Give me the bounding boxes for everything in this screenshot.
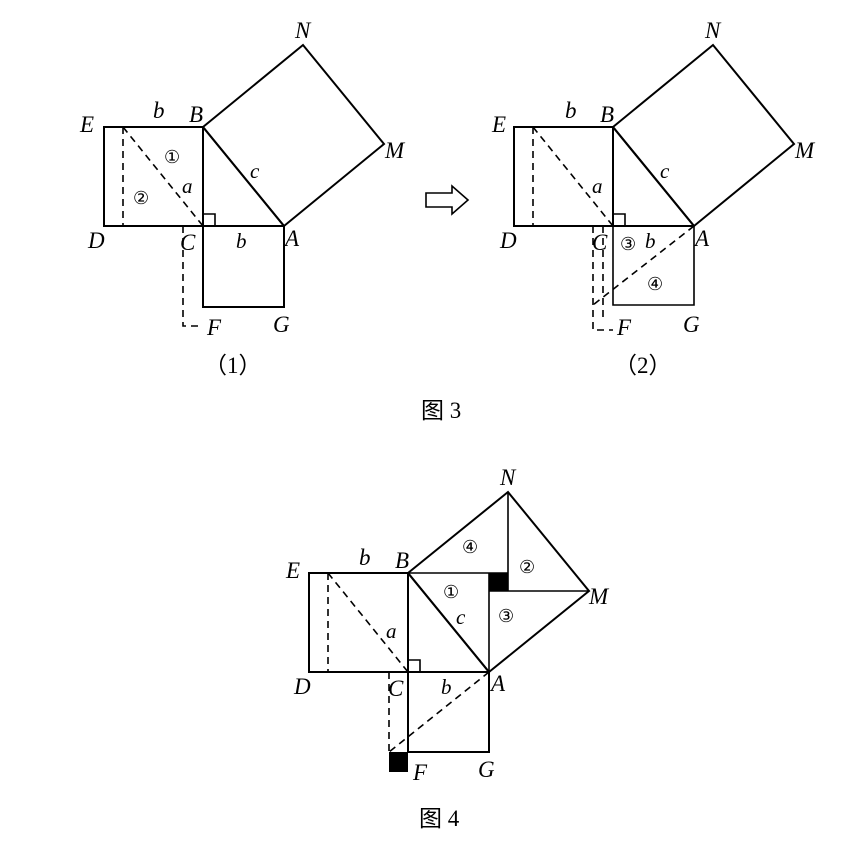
label-D: D — [499, 228, 517, 253]
label-c: c — [660, 159, 670, 183]
square-on-c — [201, 43, 386, 228]
region-4: ④ — [647, 274, 663, 294]
figure-3-part-2: E b B N M a c D C ③ b A ④ F G （2） — [491, 18, 816, 378]
square-on-b — [202, 225, 285, 308]
transform-arrow-icon — [425, 184, 470, 216]
square-on-b — [407, 671, 490, 753]
label-c: c — [250, 159, 260, 183]
sub-caption-1: （1） — [204, 353, 262, 378]
label-b-top: b — [359, 545, 371, 570]
small-black-square — [489, 573, 508, 591]
small-black-square-f — [389, 752, 408, 772]
label-A: A — [693, 226, 710, 251]
square-on-c — [611, 43, 796, 228]
label-C: C — [388, 676, 404, 701]
cut-line-diagonal — [122, 126, 204, 227]
label-F: F — [206, 315, 222, 340]
right-angle-mark — [203, 213, 216, 226]
label-C: C — [180, 230, 196, 255]
region-1: ① — [443, 582, 459, 602]
label-M: M — [588, 584, 610, 609]
square-on-b — [612, 226, 695, 306]
label-A: A — [283, 226, 300, 251]
label-M: M — [794, 138, 816, 163]
right-angle-mark — [408, 659, 421, 672]
figure-4-caption: 图 4 — [419, 806, 460, 831]
label-c: c — [456, 605, 466, 629]
label-b-bottom: b — [645, 229, 656, 253]
sub-caption-2: （2） — [614, 353, 672, 378]
label-E: E — [491, 112, 506, 137]
label-E: E — [285, 558, 300, 583]
label-B: B — [395, 548, 409, 573]
moved-piece-outline — [182, 226, 203, 327]
region-4: ④ — [462, 537, 478, 557]
label-B: B — [189, 102, 203, 127]
label-G: G — [273, 312, 290, 337]
hypotenuse-ab — [612, 126, 695, 227]
label-C: C — [592, 230, 608, 255]
label-G: G — [478, 757, 495, 782]
cut-line-af — [592, 225, 695, 306]
hypotenuse-ab — [202, 126, 285, 227]
label-A: A — [489, 671, 506, 696]
label-M: M — [384, 138, 406, 163]
region-2: ② — [519, 557, 535, 577]
hypotenuse-ab — [407, 572, 490, 673]
label-b-bottom: b — [441, 675, 452, 699]
label-a: a — [182, 174, 193, 198]
region-3: ③ — [620, 234, 636, 254]
label-F: F — [412, 760, 428, 785]
region-3: ③ — [498, 606, 514, 626]
label-B: B — [600, 102, 614, 127]
label-b-bottom: b — [236, 229, 247, 253]
label-b-top: b — [565, 98, 577, 123]
label-D: D — [293, 674, 311, 699]
label-a: a — [592, 174, 603, 198]
cut-line-diagonal — [327, 572, 409, 673]
label-D: D — [87, 228, 105, 253]
figure-4: N ④ ② M E b B ① c ③ a D C b A F G — [285, 465, 610, 785]
cut-line-diagonal — [532, 126, 614, 227]
region-1: ① — [164, 147, 180, 167]
figure-3-caption: 图 3 — [421, 398, 461, 423]
figure-3-part-1: E b B N M ① ② a c D C b A F G （1） — [79, 18, 406, 378]
label-a: a — [386, 619, 397, 643]
label-E: E — [79, 112, 94, 137]
label-F: F — [616, 315, 632, 340]
cut-line-af — [388, 671, 490, 753]
label-b-top: b — [153, 98, 165, 123]
right-angle-mark — [613, 213, 626, 226]
region-2: ② — [133, 188, 149, 208]
label-N: N — [294, 18, 312, 43]
label-G: G — [683, 312, 700, 337]
label-N: N — [704, 18, 722, 43]
label-N: N — [499, 465, 517, 490]
